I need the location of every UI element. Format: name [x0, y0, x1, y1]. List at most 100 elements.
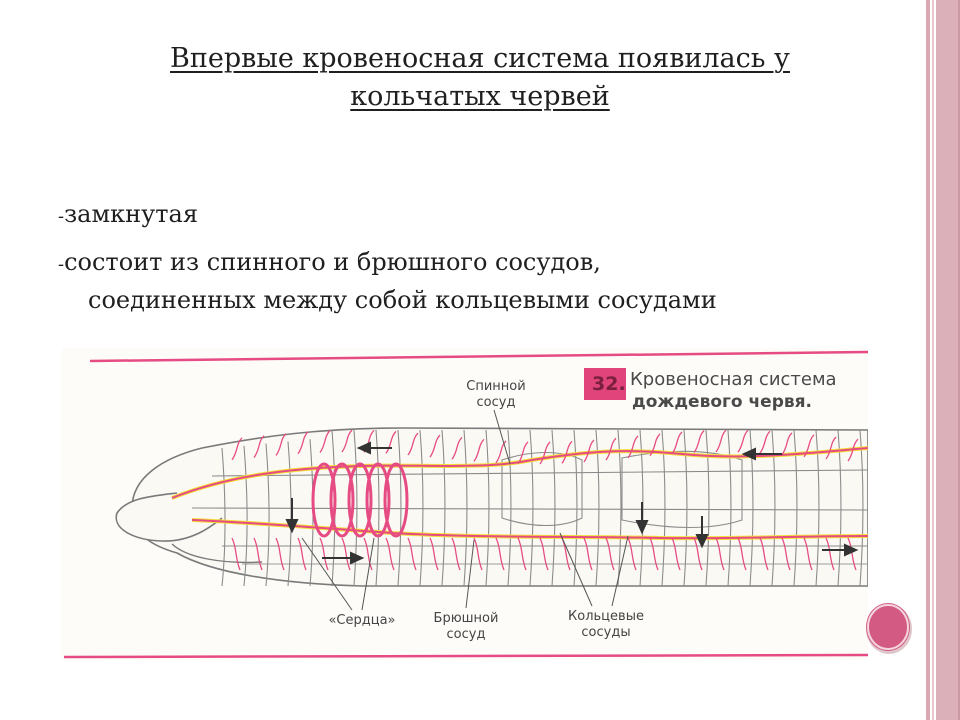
bullet-text: замкнутая	[64, 200, 199, 228]
body-segment	[837, 429, 842, 587]
branch-vessel	[253, 435, 265, 459]
body-segment	[485, 429, 490, 587]
branch-vessel	[649, 433, 661, 457]
branch-vessel	[231, 437, 243, 461]
branch-vessel	[429, 434, 441, 458]
branch-vessel	[363, 537, 373, 571]
branch-vessel	[671, 537, 681, 571]
branch-vessel	[275, 537, 285, 571]
branch-vessel	[715, 537, 725, 571]
figure-number-badge	[584, 368, 626, 400]
figure-caption-line-2: дождевого червя.	[632, 392, 812, 412]
branch-vessel	[407, 432, 419, 456]
branch-vessel	[605, 537, 615, 571]
heart-loop	[365, 462, 391, 538]
label-ventral-vessel-2: сосуд	[447, 627, 486, 642]
body-segment	[287, 441, 292, 587]
body-segment	[397, 429, 402, 587]
body-segment	[727, 429, 732, 587]
branch-vessel	[583, 439, 595, 463]
branch-vessel	[473, 537, 483, 571]
branch-vessel	[451, 436, 463, 460]
branch-vessel	[737, 429, 749, 453]
branch-vessel	[407, 537, 417, 571]
branch-vessel	[231, 537, 241, 571]
branch-vessel	[297, 537, 307, 571]
branch-vessel	[825, 537, 835, 571]
body-segment	[749, 429, 754, 587]
bullet-dash: -	[58, 254, 65, 275]
slide-right-border	[926, 0, 960, 720]
label-hearts: «Сердца»	[328, 613, 395, 628]
bullet-composition: -состоит из спинного и брюшного сосудов,	[58, 244, 601, 283]
body-segment	[265, 443, 270, 587]
heart-loop	[347, 462, 373, 538]
figure-number: 32.	[592, 373, 626, 395]
branch-vessel	[539, 441, 551, 465]
branch-vessel	[451, 537, 461, 571]
bullet-dash: -	[58, 206, 65, 227]
body-segment	[441, 429, 446, 587]
heart-loop	[329, 462, 355, 538]
label-ring-vessels-1: Кольцевые	[568, 609, 644, 624]
branch-vessel	[693, 537, 703, 571]
branch-vessel	[803, 537, 813, 571]
branch-vessel	[297, 431, 309, 455]
body-segment	[463, 429, 468, 587]
body-segment	[551, 429, 556, 587]
branch-vessel	[539, 537, 549, 571]
heart-loop	[383, 462, 409, 538]
branch-vessel	[429, 537, 439, 571]
label-dorsal-vessel-2: сосуд	[477, 395, 516, 410]
body-segment	[529, 429, 534, 587]
label-dorsal-vessel-1: Спинной	[466, 379, 525, 394]
body-segment	[815, 429, 820, 587]
branch-vessel	[517, 537, 527, 571]
branch-vessel	[341, 429, 353, 453]
body-segment	[683, 429, 688, 587]
branch-vessel	[385, 537, 395, 571]
branch-vessel	[583, 537, 593, 571]
branch-vessel	[825, 436, 837, 460]
bullet-text: состоит из спинного и брюшного сосудов,	[64, 248, 601, 276]
bullet-composition-continued: соединенных между собой кольцевыми сосуд…	[88, 282, 717, 318]
branch-vessel	[737, 537, 747, 571]
branch-vessel	[759, 537, 769, 571]
branch-vessel	[253, 537, 263, 571]
branch-vessel	[693, 430, 705, 454]
branch-vessel	[627, 537, 637, 571]
branch-vessel	[649, 537, 659, 571]
branch-vessel	[319, 537, 329, 571]
branch-vessel	[473, 438, 485, 462]
branch-vessel	[759, 430, 771, 454]
body-segment	[595, 429, 600, 587]
branch-vessel	[715, 429, 727, 453]
branch-vessel	[319, 430, 331, 453]
body-segment	[419, 429, 424, 587]
branch-vessel	[847, 438, 859, 462]
earthworm-circulatory-figure: 32. Кровеносная система дождевого червя.…	[62, 348, 868, 660]
body-segment	[617, 429, 622, 587]
bullet-closed: -замкнутая	[58, 196, 198, 235]
figure-caption-line-1: Кровеносная система	[630, 369, 837, 390]
body-segment	[771, 429, 776, 587]
branch-vessel	[341, 537, 351, 571]
body-segment	[661, 429, 666, 587]
body-segment	[243, 445, 248, 587]
branch-vessel	[627, 435, 639, 459]
body-segment	[353, 429, 358, 587]
branch-vessel	[781, 537, 791, 571]
body-segment	[793, 429, 798, 587]
label-ring-vessels-2: сосуды	[581, 625, 630, 640]
slide-title: Впервые кровеносная система появилась у …	[60, 40, 900, 116]
decorative-circle	[866, 603, 912, 654]
branch-vessel	[517, 441, 529, 465]
branch-vessel	[275, 433, 287, 456]
branch-vessel	[671, 431, 683, 455]
title-line-2: кольчатых червей	[350, 81, 610, 112]
branch-vessel	[385, 430, 397, 454]
bullet-text: соединенных между собой кольцевыми сосуд…	[88, 286, 717, 314]
branch-vessel	[803, 434, 815, 458]
body-segment	[507, 429, 512, 587]
body-segment	[705, 429, 710, 587]
